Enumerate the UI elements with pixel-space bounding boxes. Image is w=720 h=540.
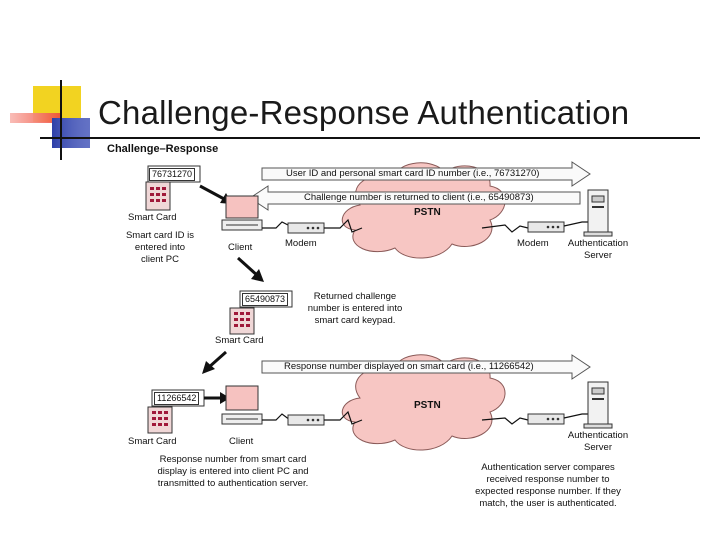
- auth-server-label-top-2: Server: [584, 250, 612, 261]
- arrow-challenge-label: Challenge number is returned to client (…: [304, 192, 534, 203]
- smart-card-response-display: 11266542: [154, 392, 200, 405]
- client-pc-icon-bottom: [221, 385, 263, 425]
- smart-card-label-middle: Smart Card: [215, 335, 264, 346]
- modem-icon-right-bottom: [527, 413, 565, 425]
- red-bar-fade: [10, 113, 60, 123]
- smart-card-note-line-2: entered into: [134, 242, 186, 253]
- smart-card-id-display: 76731270: [149, 168, 196, 181]
- middle-note-line-1: Returned challenge: [313, 291, 397, 302]
- client-note-line-1: Response number from smart card: [159, 454, 307, 465]
- modem-icon-left-top: [287, 222, 325, 234]
- modem-label-left: Modem: [285, 238, 317, 249]
- middle-note-line-3: smart card keypad.: [314, 315, 396, 326]
- arrow-card-to-client-top: [199, 184, 227, 202]
- client-pc-icon-top: [221, 195, 263, 231]
- server-note-line-2: received response number to: [486, 474, 610, 485]
- client-label-bottom: Client: [229, 436, 254, 447]
- auth-server-label-top-1: Authentication: [567, 238, 629, 249]
- server-icon-bottom: [583, 381, 613, 429]
- diagram-header: Challenge–Response: [107, 143, 219, 155]
- server-icon-top: [583, 189, 613, 237]
- pstn-label-top: PSTN: [414, 207, 441, 218]
- arrow-response-label: Response number displayed on smart card …: [284, 361, 534, 372]
- client-note-line-2: display is entered into client PC and: [157, 466, 309, 477]
- modem-label-right: Modem: [517, 238, 549, 249]
- arrow-user-id: [261, 161, 591, 187]
- pstn-label-bottom: PSTN: [414, 400, 441, 411]
- auth-server-label-bottom-2: Server: [584, 442, 612, 453]
- smart-card-label-bottom: Smart Card: [128, 436, 177, 447]
- middle-note-line-2: number is entered into: [307, 303, 403, 314]
- arrow-to-bottom-card: [207, 350, 227, 370]
- modem-icon-right-top: [527, 221, 565, 233]
- auth-server-label-bottom-1: Authentication: [567, 430, 629, 441]
- smart-card-challenge-display: 65490873: [242, 293, 289, 306]
- arrow-to-middle-card: [236, 256, 260, 278]
- server-note-line-4: match, the user is authenticated.: [479, 498, 617, 509]
- pstn-cloud-bottom: [342, 354, 506, 451]
- smart-card-note-line-3: client PC: [140, 254, 179, 265]
- server-note-line-1: Authentication server compares: [481, 462, 615, 473]
- blue-square-fade: [52, 118, 90, 148]
- arrow-response: [261, 354, 591, 380]
- client-note-line-3: transmitted to authentication server.: [157, 478, 309, 489]
- client-label-top: Client: [228, 242, 253, 253]
- modem-icon-left-bottom: [287, 414, 325, 426]
- server-note-line-3: expected response number. If they: [475, 486, 621, 497]
- smart-card-note-line-1: Smart card ID is: [125, 230, 195, 241]
- arrow-challenge: [249, 185, 581, 211]
- arrow-user-id-label: User ID and personal smart card ID numbe…: [286, 168, 540, 179]
- slide-title: Challenge-Response Authentication: [98, 94, 630, 131]
- pstn-cloud-top: [342, 162, 506, 259]
- smart-card-label-top: Smart Card: [128, 212, 177, 223]
